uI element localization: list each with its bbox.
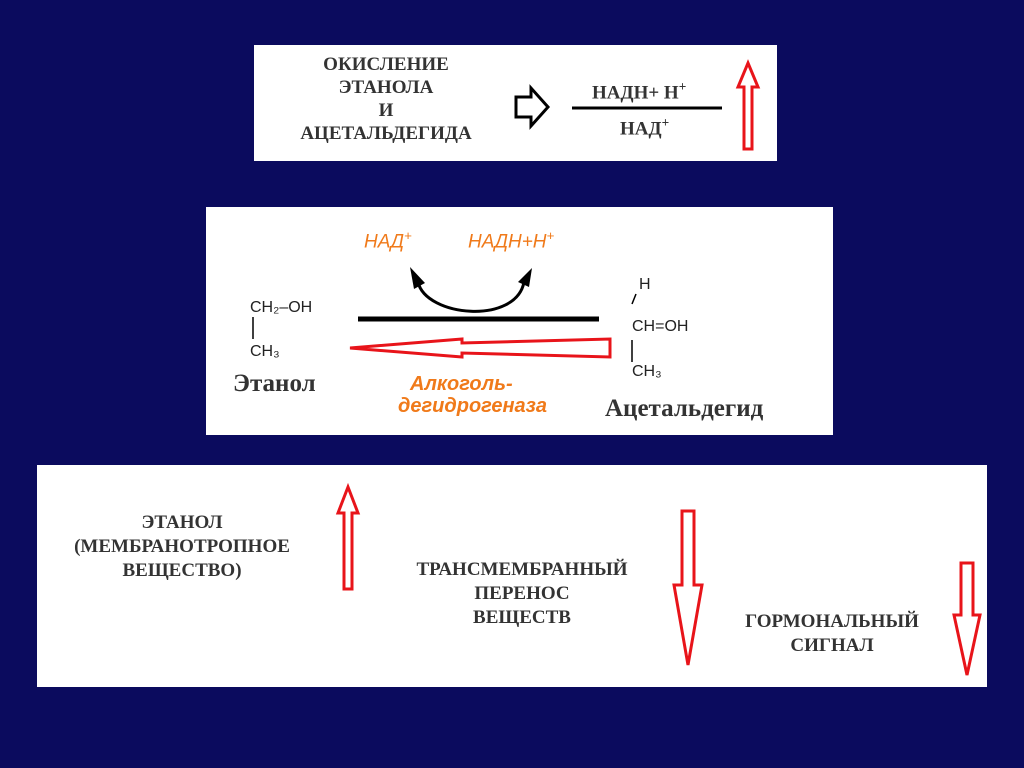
nadh-sup: + xyxy=(546,228,555,243)
nadh-numerator: НАДН+ Н+ xyxy=(592,79,686,104)
transport-line: ВЕЩЕСТВ xyxy=(473,607,571,628)
up-arrow-icon xyxy=(735,59,761,151)
enzyme-label: Алкоголь- дегидрогеназа xyxy=(398,373,547,417)
hormone-line: СИГНАЛ xyxy=(790,635,874,656)
oxidation-title-line: ЭТАНОЛА xyxy=(338,77,434,98)
numerator-text: НАДН+ Н xyxy=(592,82,679,104)
enzyme-line: Алкоголь- xyxy=(410,373,513,395)
down-arrow-icon xyxy=(952,561,982,676)
ethanol-formula-bottom: CH₃ xyxy=(250,343,280,360)
acetaldehyde-formula-mid: CH=OH xyxy=(632,318,689,335)
reaction-graphics xyxy=(252,267,637,362)
transport-line: ТРАНСМЕМБРАННЫЙ xyxy=(416,559,628,580)
acetaldehyde-label: Ацетальдегид xyxy=(605,395,764,422)
numerator-sup: + xyxy=(678,79,687,94)
hormonal-signal-text: ГОРМОНАЛЬНЫЙ СИГНАЛ xyxy=(707,610,957,658)
reaction-panel: НАД+ НАДН+Н+ CH₂–OH CH₃ H CH=OH CH₃ Этан… xyxy=(206,207,833,435)
hormone-line: ГОРМОНАЛЬНЫЙ xyxy=(745,611,919,632)
acetaldehyde-formula-bottom: CH₃ xyxy=(632,363,662,380)
reverse-arrow-icon xyxy=(349,337,612,359)
ethanol-line: (МЕМБРАНОТРОПНОЕ xyxy=(74,536,290,557)
oxidation-title-line: И xyxy=(378,100,394,121)
transport-line: ПЕРЕНОС xyxy=(474,583,570,604)
ethanol-membranotropic-text: ЭТАНОЛ (МЕМБРАНОТРОПНОЕ ВЕЩЕСТВО) xyxy=(37,511,327,583)
oxidation-panel: ОКИСЛЕНИЕ ЭТАНОЛА И АЦЕТАЛЬДЕГИДА НАДН+ … xyxy=(254,45,777,161)
acetaldehyde-h: H xyxy=(639,276,651,293)
transmembrane-transport-text: ТРАНСМЕМБРАННЫЙ ПЕРЕНОС ВЕЩЕСТВ xyxy=(372,558,672,630)
oxidation-title: ОКИСЛЕНИЕ ЭТАНОЛА И АЦЕТАЛЬДЕГИДА xyxy=(276,53,496,145)
left-arrowhead-icon xyxy=(410,267,425,289)
nad-plus-label: НАД+ xyxy=(364,228,412,253)
nadh-text: НАДН+Н xyxy=(468,231,547,253)
ethanol-label: Этанол xyxy=(233,370,316,397)
nad-denominator: НАД+ xyxy=(620,115,669,140)
ethanol-line: ВЕЩЕСТВО) xyxy=(122,560,242,581)
oxidation-title-line: ОКИСЛЕНИЕ xyxy=(323,54,449,75)
right-arrow-icon xyxy=(514,84,551,130)
down-arrow-icon xyxy=(672,509,704,666)
effects-panel: ЭТАНОЛ (МЕМБРАНОТРОПНОЕ ВЕЩЕСТВО) ТРАНСМ… xyxy=(37,465,987,687)
denominator-text: НАД xyxy=(620,118,662,140)
cofactor-curved-arrow-icon xyxy=(416,281,526,313)
up-arrow-icon xyxy=(335,482,361,591)
oxidation-graphics xyxy=(514,59,761,151)
nad-sup: + xyxy=(404,228,412,243)
effects-graphics xyxy=(335,482,982,676)
nad-text: НАД xyxy=(364,231,404,253)
right-arrowhead-icon xyxy=(518,268,532,287)
enzyme-line: дегидрогеназа xyxy=(398,395,548,417)
ethanol-line: ЭТАНОЛ xyxy=(141,512,223,533)
ethanol-formula-top: CH₂–OH xyxy=(250,299,313,316)
oxidation-title-line: АЦЕТАЛЬДЕГИДА xyxy=(300,123,472,144)
denominator-sup: + xyxy=(661,115,670,130)
nadh-label: НАДН+Н+ xyxy=(468,228,554,253)
acetaldehyde-bond-top xyxy=(631,293,637,305)
